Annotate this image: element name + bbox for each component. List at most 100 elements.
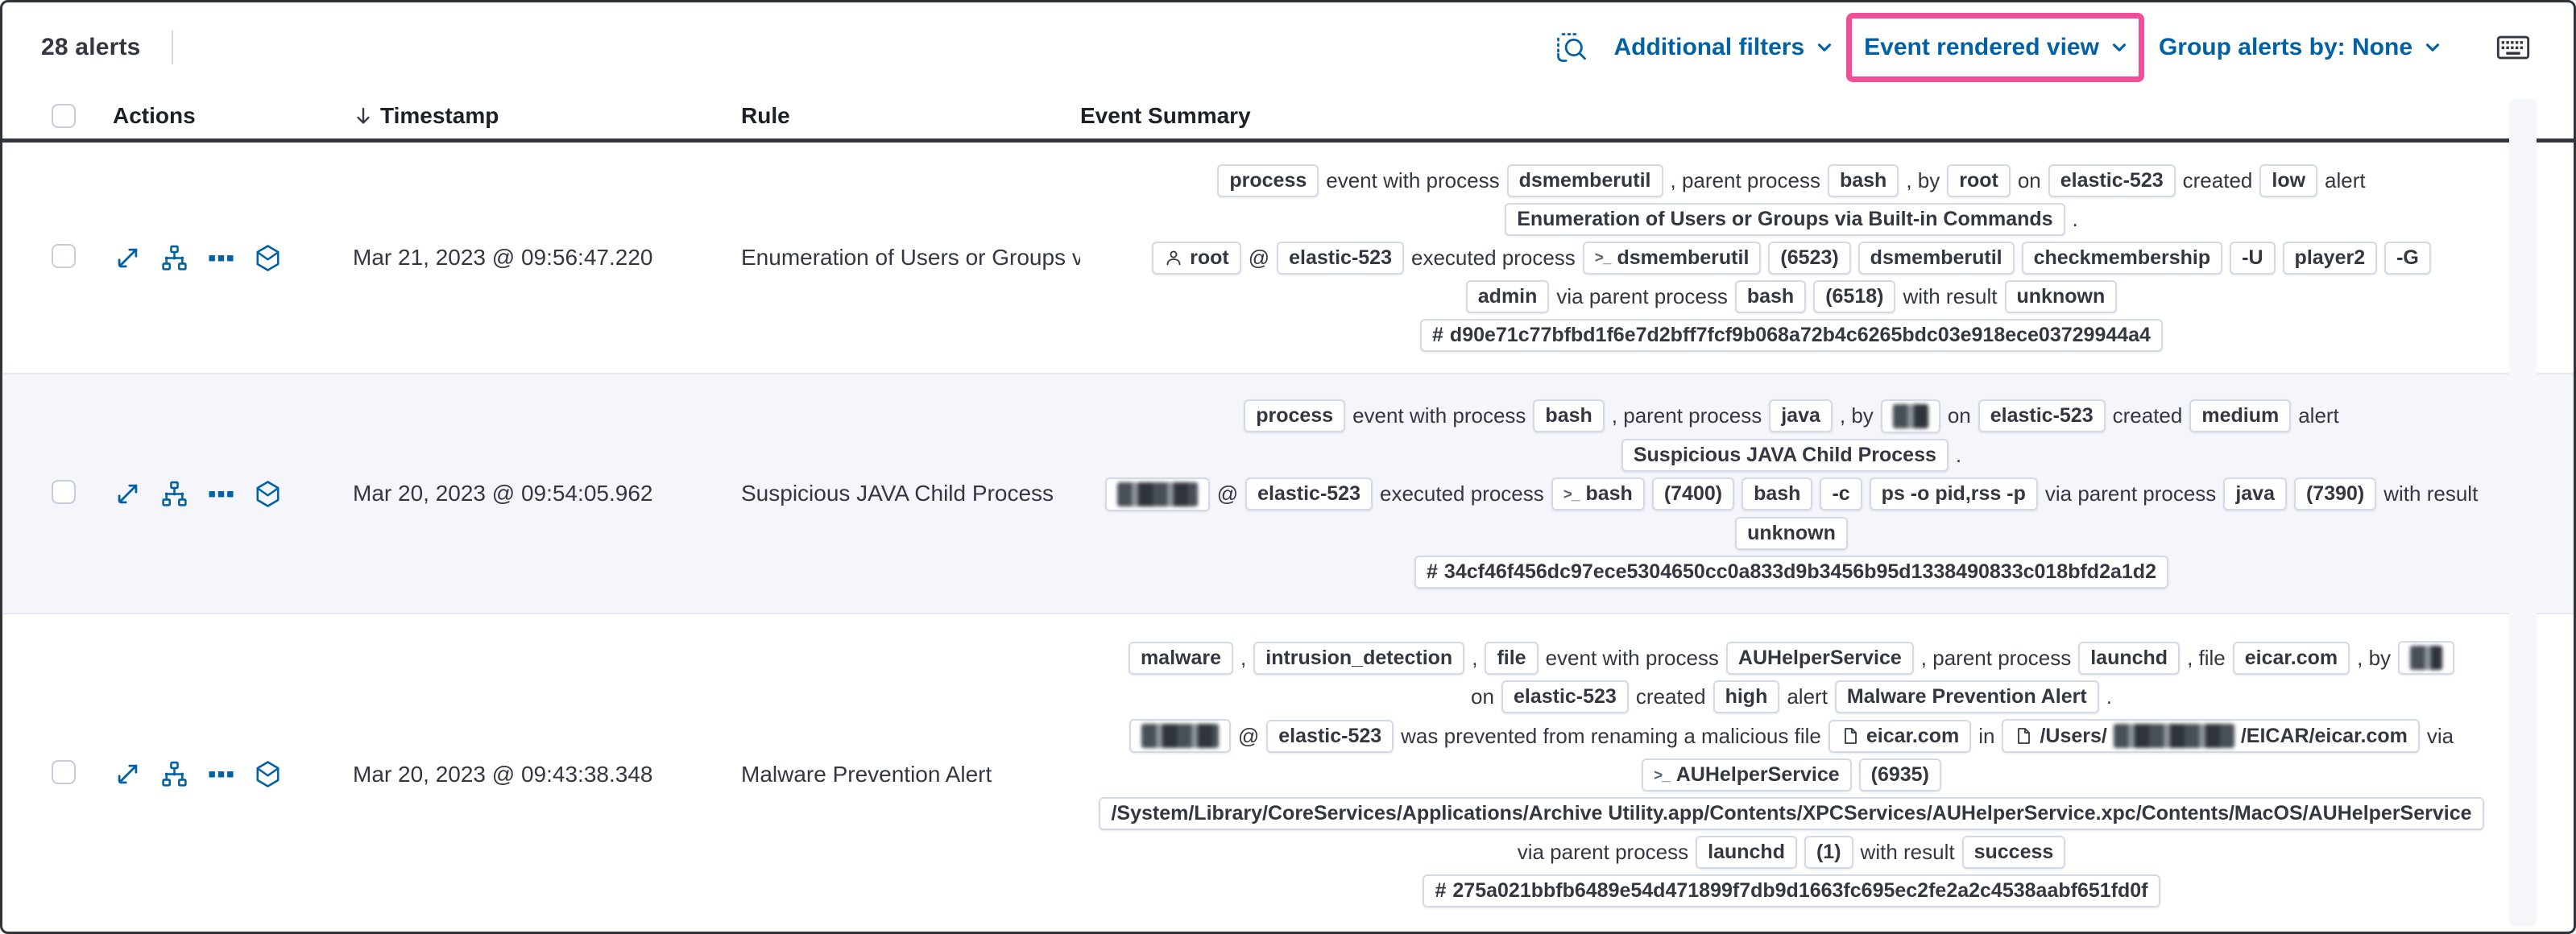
alert-row: Mar 20, 2023 @ 09:54:05.962 Suspicious JA… [2,374,2574,614]
summary-badge: bash [1533,399,1605,432]
summary-text: created [2182,167,2253,192]
redacted-text [2113,724,2234,748]
summary-text: @ [1216,481,1239,506]
summary-line: #34cf46f456dc97ece5304650cc0a833d9b3456b… [1414,555,2168,589]
summary-line: >_AUHelperService(6935) [1642,758,1941,791]
summary-badge: bash [1827,163,1899,197]
summary-badge: >_bash [1551,477,1645,510]
summary-text: on [2017,167,2041,192]
terminal-icon: >_ [1654,767,1671,784]
session-view-icon[interactable] [253,759,283,789]
additional-filters-button[interactable]: Additional filters [1613,34,1835,61]
file-icon [1841,726,1860,746]
summary-badge: dsmemberutil [1506,163,1663,197]
summary-text: via parent process [1556,283,1728,308]
summary-text: on [1471,684,1494,709]
summary-badge: elastic-523 [1277,241,1404,275]
summary-badge: Enumeration of Users or Groups via Built… [1505,202,2065,236]
group-alerts-button[interactable]: Group alerts by: None [2159,34,2443,61]
summary-text: created [2112,403,2183,428]
summary-badge: launchd [2078,641,2180,675]
session-view-icon[interactable] [253,479,283,509]
expand-alert-icon[interactable] [113,243,143,273]
summary-badge: checkmembership [2021,241,2223,275]
analyze-event-icon[interactable] [159,759,189,789]
more-actions-icon[interactable] [206,479,236,509]
summary-badge: unknown [2004,279,2118,313]
chevron-down-icon [1818,43,1832,52]
row-checkbox[interactable] [52,243,76,268]
summary-badge: Suspicious JAVA Child Process [1621,438,1949,472]
analyze-event-icon[interactable] [159,243,189,273]
column-header-rule: Rule [741,102,790,128]
timestamp-cell: Mar 20, 2023 @ 09:43:38.348 [353,761,653,787]
summary-badge [1129,719,1231,753]
summary-badge: success [1961,836,2066,869]
rule-cell: Suspicious JAVA Child Process [741,481,1054,506]
select-all-checkbox[interactable] [52,103,76,128]
summary-text: created [1635,684,1706,709]
summary-text: was prevented from renaming a malicious … [1401,723,1821,748]
timestamp-cell: Mar 20, 2023 @ 09:54:05.962 [353,481,653,506]
summary-text: via parent process [2044,481,2217,506]
analyze-event-icon[interactable] [159,479,189,509]
summary-badge: bash [1741,477,1813,510]
expand-alert-icon[interactable] [113,759,143,789]
summary-badge: java [2223,477,2287,510]
summary-text: via parent process [1517,840,1689,864]
additional-filters-label: Additional filters [1613,34,1805,60]
redacted-text [1141,724,1219,748]
summary-badge: elastic-523 [1501,680,1629,713]
summary-text: . [2106,684,2112,709]
row-actions [101,759,343,789]
summary-badge: #275a021bbfb6489e54d471899f7db9d1663fc69… [1423,874,2160,907]
summary-badge: intrusion_detection [1253,641,1465,675]
summary-text: via [2426,723,2454,748]
inspect-icon[interactable] [1554,30,1589,65]
terminal-icon: >_ [1563,486,1580,503]
summary-badge: unknown [1735,516,1848,550]
summary-badge: (7400) [1651,477,1735,510]
summary-badge: file [1485,641,1539,675]
summary-badge: elastic-523 [1978,399,2106,432]
summary-badge: medium [2189,399,2292,432]
row-checkbox[interactable] [52,760,76,784]
summary-text: . [2072,206,2078,231]
alerts-toolbar: 28 alerts Additional filters E [2,2,2574,93]
sort-descending-icon [357,107,370,124]
event-rendered-view-button[interactable]: Event rendered view [1864,34,2130,61]
column-header-timestamp[interactable]: Timestamp [343,103,738,129]
keyboard-icon[interactable] [2495,29,2532,66]
summary-badge: high [1713,680,1780,713]
summary-badge: low [2259,163,2318,197]
summary-text: , by [2357,645,2392,670]
more-actions-icon[interactable] [206,243,236,273]
session-view-icon[interactable] [253,243,283,273]
chevron-down-icon [2425,43,2440,52]
expand-alert-icon[interactable] [113,479,143,509]
summary-badge: root [1152,241,1241,275]
row-checkbox[interactable] [52,479,76,504]
summary-badge: malware [1128,641,1234,675]
summary-badge: (6518) [1813,279,1896,313]
summary-badge: elastic-523 [2048,163,2176,197]
summary-badge: (6935) [1858,758,1941,791]
vertical-scrollbar[interactable] [2509,99,2537,927]
redacted-text [1116,481,1198,506]
summary-badge [1104,477,1210,511]
summary-text: , file [2187,645,2226,670]
redacted-text [1892,403,1928,428]
summary-text: , [1472,645,1478,670]
more-actions-icon[interactable] [206,759,236,789]
